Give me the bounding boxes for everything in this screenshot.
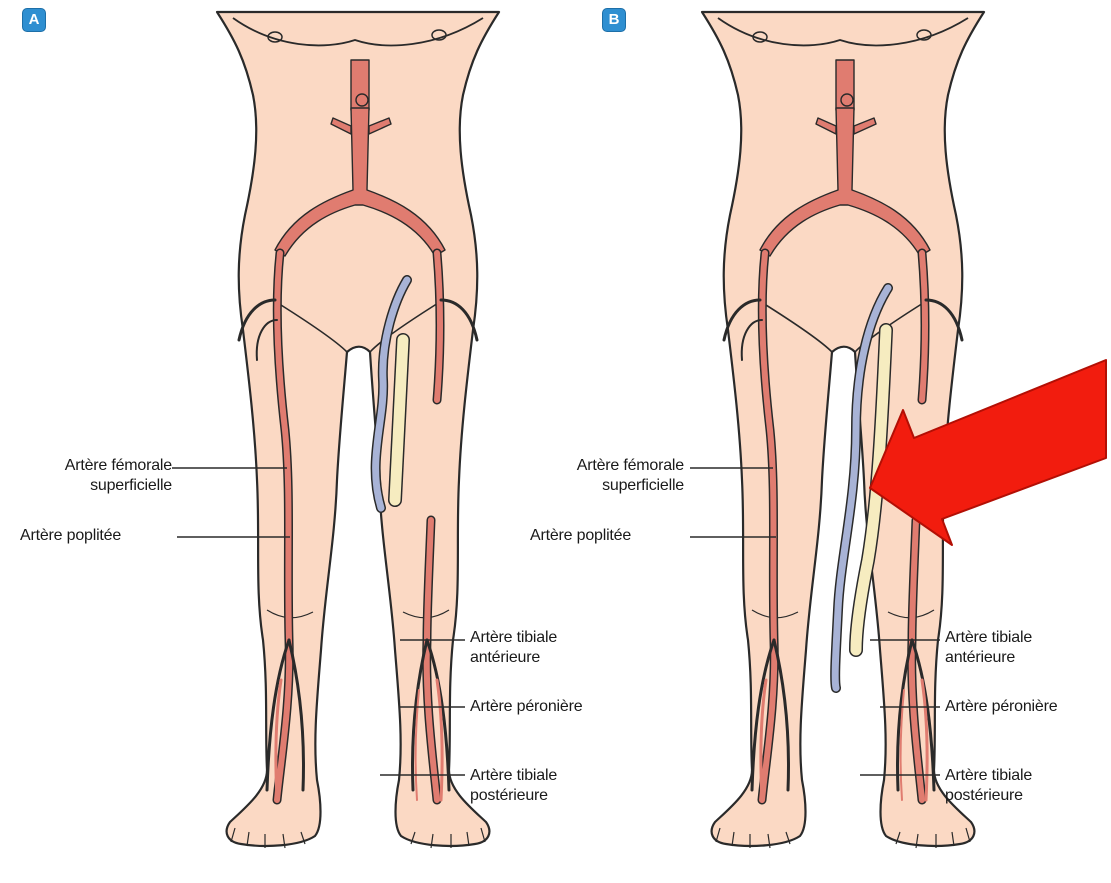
- label-b-tibiale-posterieure: Artère tibiale postérieure: [945, 766, 1032, 806]
- label-b-poplitee: Artère poplitée: [530, 526, 631, 546]
- label-a-tibiale-anterieure: Artère tibiale antérieure: [470, 628, 557, 668]
- label-a-poplitee: Artère poplitée: [20, 526, 121, 546]
- label-b-peroniere: Artère péronière: [945, 697, 1057, 717]
- panel-b-badge: B: [602, 8, 626, 32]
- label-b-tibiale-anterieure: Artère tibiale antérieure: [945, 628, 1032, 668]
- panel-a-badge: A: [22, 8, 46, 32]
- label-b-femorale: Artère fémorale superficielle: [524, 456, 684, 496]
- panel-a-figure: [217, 12, 499, 848]
- label-a-peroniere: Artère péronière: [470, 697, 582, 717]
- label-a-tibiale-posterieure: Artère tibiale postérieure: [470, 766, 557, 806]
- label-a-femorale: Artère fémorale superficielle: [14, 456, 172, 496]
